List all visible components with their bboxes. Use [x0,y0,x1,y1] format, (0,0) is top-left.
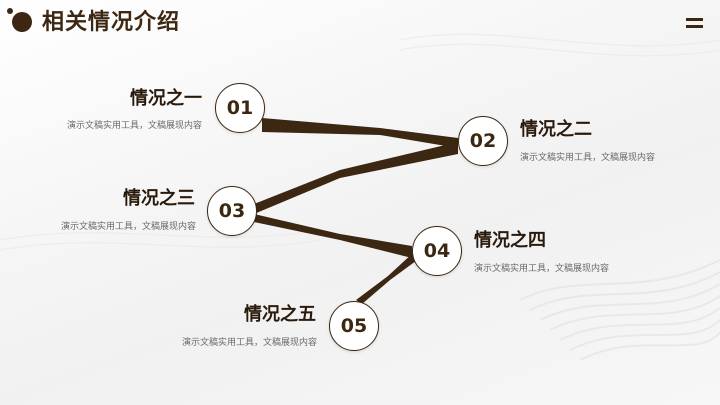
menu-icon[interactable] [686,17,703,30]
item-05-title: 情况之五 [244,304,316,325]
title-accent-dot [12,12,32,32]
node-03: 03 [207,186,257,236]
item-05-desc: 演示文稿实用工具，文稿展现内容 [181,338,317,348]
item-01-desc: 演示文稿实用工具，文稿展现内容 [66,121,202,131]
node-01: 01 [215,83,265,133]
item-01-title: 情况之一 [130,88,202,109]
page-title: 相关情况介绍 [42,10,181,35]
item-02-desc: 演示文稿实用工具，文稿展现内容 [520,153,656,163]
item-04-title: 情况之四 [474,230,546,251]
item-02-title: 情况之二 [520,119,592,140]
connector-03-04 [254,214,412,258]
connector-02-03 [254,142,458,214]
node-04: 04 [412,226,462,276]
menu-bar-bottom [686,25,703,28]
node-05: 05 [329,301,379,351]
title-accent-dot-small [7,8,13,14]
node-02: 02 [458,116,508,166]
connector-01-02 [262,118,458,148]
item-03-title: 情况之三 [123,188,195,209]
connector-04-05 [356,252,420,304]
item-04-desc: 演示文稿实用工具，文稿展现内容 [474,264,610,274]
menu-bar-top [686,18,703,21]
item-03-desc: 演示文稿实用工具，文稿展现内容 [60,222,196,232]
